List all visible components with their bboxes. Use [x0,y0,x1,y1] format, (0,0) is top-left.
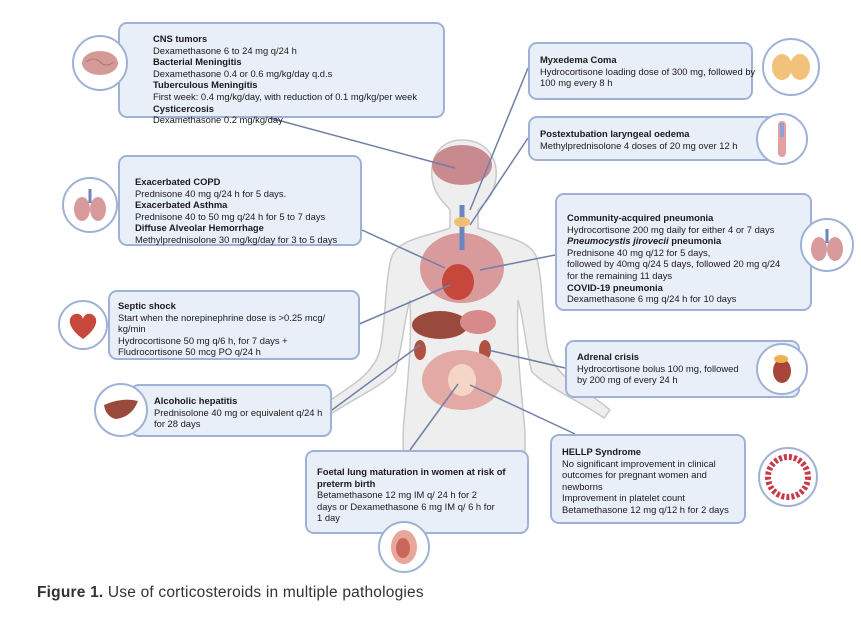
septic-dose-4: Fludrocortisone 50 mcg PO q/24 h [118,346,261,358]
postextubation-box: Postextubation laryngeal oedema Methylpr… [528,116,798,161]
copd-dose: Prednisone 40 mg q/24 h for 5 days. [135,187,287,199]
hellp-line-1: No significant improvement in clinical [562,457,716,469]
postextubation-dose: Methylprednisolone 4 doses of 20 mg over… [540,139,738,151]
stomach-organ [460,310,496,334]
foetal-dose-2: days or Dexamethasone 6 mg IM q/ 6 h for [317,500,495,512]
septic-dose-1: Start when the norepinephrine dose is >0… [118,311,326,323]
septic-dose-2: kg/min [118,323,146,335]
liver-organ [412,311,468,339]
hepatitis-title: Alcoholic hepatitis [154,395,238,406]
liver-icon [94,383,148,437]
foetal-box: Foetal lung maturation in women at risk … [305,450,529,534]
pcp-title: Pneumocystis jirovecii pneumonia [567,235,780,247]
cap-title: Community-acquired pneumonia [567,212,714,223]
pcp-dose-3: for the remaining 11 days [567,269,673,281]
hellp-line-4: Improvement in platelet count [562,492,685,504]
tb-meningitis-dose: First week: 0.4 mg/kg/day, with reductio… [153,90,418,102]
dah-dose: Methylprednisolone 30 mg/kg/day for 3 to… [135,233,338,245]
lungs-icon [62,177,118,233]
adrenal-dose-1: Hydrocortisone bolus 100 mg, followed [577,362,739,374]
cysticercosis-dose: Dexamethasone 0.2 mg/kg/day [153,114,283,126]
asthma-title: Exacerbated Asthma [135,199,228,211]
myxedema-title: Myxedema Coma [540,54,617,65]
hellp-line-3: newborns [562,480,603,492]
blood-cells-icon [758,447,818,507]
covid-dose: Dexamethasone 6 mg q/24 h for 10 days [567,293,737,305]
myxedema-box: Myxedema Coma Hydrocortisone loading dos… [528,42,756,100]
hepatitis-box: Alcoholic hepatitis Prednisolone 40 mg o… [130,384,332,437]
myxedema-dose-1: Hydrocortisone loading dose of 300 mg, f… [540,65,756,77]
kidney-icon [756,343,808,395]
pcp-dose-1: Prednisone 40 mg q/12 for 5 days, [567,246,711,258]
hepatitis-dose-1: Prednisolone 40 mg or equivalent q/24 h [154,406,323,418]
bacterial-meningitis-dose: Dexamethasone 0.4 or 0.6 mg/kg/day q.d.s [153,67,333,79]
bacterial-meningitis-title: Bacterial Meningitis [153,56,242,68]
hellp-line-5: Betamethasone 12 mg q/12 h for 2 days [562,503,729,515]
tb-meningitis-title: Tuberculous Meningitis [153,79,258,91]
figure-label: Figure 1. [37,584,104,601]
pcp-dose-2: followed by 40mg q/24 5 days, followed 2… [567,258,781,270]
adrenal-title: Adrenal crisis [577,351,640,362]
copd-box: Exacerbated COPD Prednisone 40 mg q/24 h… [118,155,362,246]
figure-caption: Figure 1. Use of corticosteroids in mult… [37,584,424,602]
hellp-line-2: outcomes for pregnant women and [562,469,707,481]
foetal-title-1: Foetal lung maturation in women at risk … [317,466,506,477]
septic-dose-3: Hydrocortisone 50 mg q/6 h, for 7 days + [118,334,288,346]
cysticercosis-title: Cysticercosis [153,102,214,114]
septic-title: Septic shock [118,300,176,311]
pcp-species: Pneumocystis jirovecii [567,235,669,247]
kidney-left [414,340,426,360]
postextubation-title: Postextubation laryngeal oedema [540,128,690,139]
foetus-icon [378,521,430,573]
heart-icon [58,300,108,350]
asthma-dose: Prednisone 40 to 50 mg q/24 h for 5 to 7… [135,210,326,222]
cns-tumors-title: CNS tumors [153,33,208,44]
pneumonia-box: Community-acquired pneumonia Hydrocortis… [555,193,812,311]
hellp-box: HELLP Syndrome No significant improvemen… [550,434,746,524]
foetal-dose-3: 1 day [317,512,340,524]
foetal-title-2: preterm birth [317,477,376,489]
adrenal-dose-2: by 200 mg of every 24 h [577,374,678,386]
brain-icon [72,35,128,91]
lungs-icon-2 [800,218,854,272]
adrenal-box: Adrenal crisis Hydrocortisone bolus 100 … [565,340,800,398]
cap-dose: Hydrocortisone 200 mg daily for either 4… [567,223,775,235]
larynx-icon [756,113,808,165]
dah-title: Diffuse Alveolar Hemorrhage [135,222,264,234]
hepatitis-dose-2: for 28 days [154,418,201,430]
hellp-title: HELLP Syndrome [562,446,642,457]
covid-title: COVID-19 pneumonia [567,281,663,293]
septic-box: Septic shock Start when the norepinephri… [108,290,360,360]
thyroid-icon [762,38,820,96]
pcp-suffix: pneumonia [668,235,722,247]
brain-organ [432,145,492,185]
cns-box: CNS tumors Dexamethasone 6 to 24 mg q/24… [118,22,445,125]
figure-caption-text: Use of corticosteroids in multiple patho… [103,584,424,601]
copd-title: Exacerbated COPD [135,176,221,187]
myxedema-dose-2: 100 mg every 8 h [540,77,613,89]
cns-tumors-dose: Dexamethasone 6 to 24 mg q/24 h [153,44,297,56]
connector-lines [269,67,576,451]
foetal-dose-1: Betamethasone 12 mg IM q/ 24 h for 2 [317,489,477,501]
thyroid-organ [454,217,470,227]
heart-organ [442,264,474,300]
